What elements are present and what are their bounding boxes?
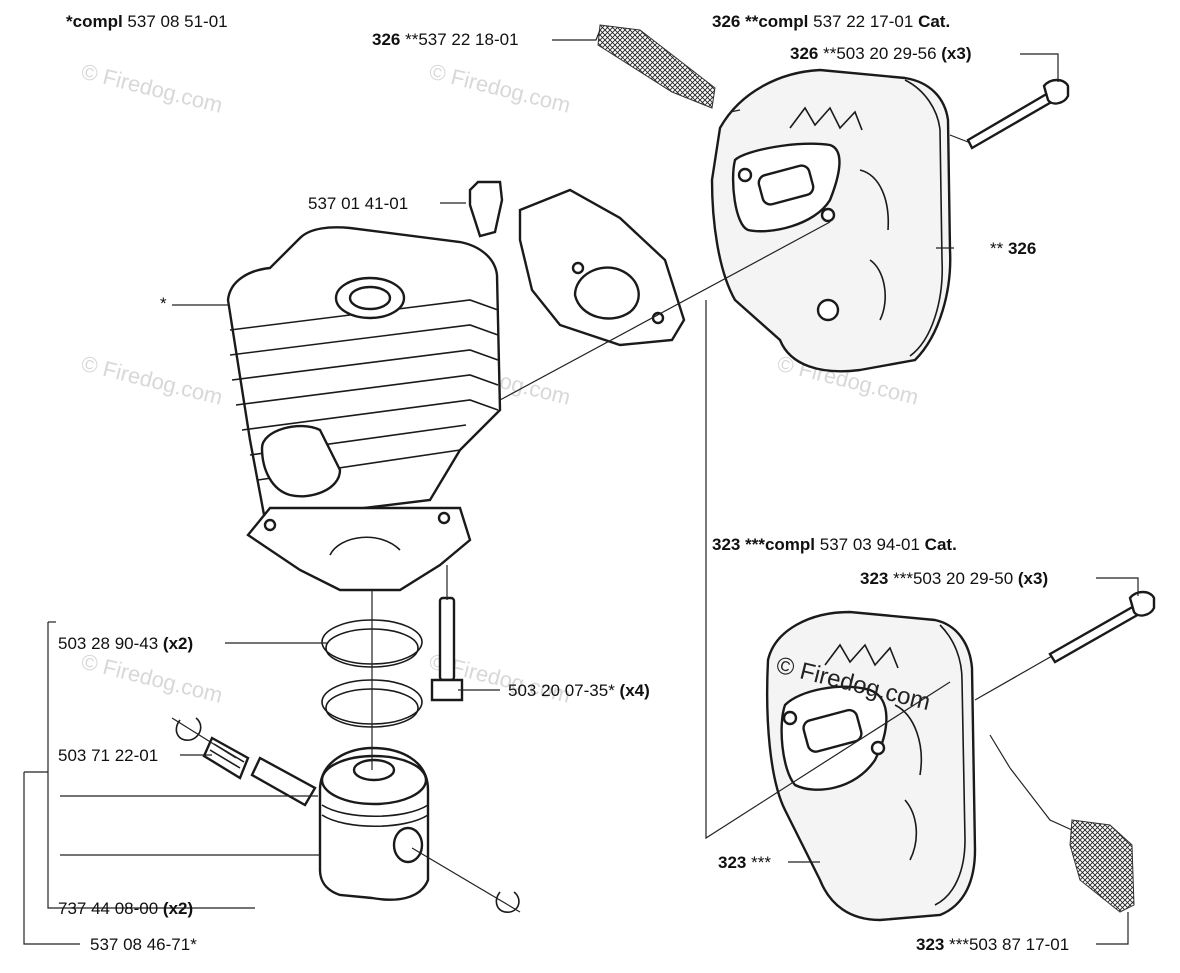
screw-323-illustration bbox=[1048, 590, 1156, 664]
label-muffler-326-kit: 326 **compl 537 22 17-01 Cat. bbox=[712, 12, 950, 31]
screen-323-illustration bbox=[1069, 819, 1135, 913]
label-needle-bearing: 503 71 22-01 bbox=[58, 746, 158, 765]
muffler-323-illustration bbox=[765, 610, 977, 922]
deflector-illustration bbox=[468, 180, 686, 347]
label-screw-326: 326 **503 20 29-56 (x3) bbox=[790, 44, 972, 63]
circlips-illustration bbox=[175, 717, 520, 913]
piston-illustration bbox=[318, 746, 430, 901]
cylinder-illustration bbox=[226, 226, 502, 592]
label-deflector: 537 01 41-01 bbox=[308, 194, 408, 213]
label-gasket-326: 326 **537 22 18-01 bbox=[372, 30, 519, 49]
cylinder-screw-illustration bbox=[430, 596, 464, 702]
label-screw-323: 323 ***503 20 29-50 (x3) bbox=[860, 569, 1048, 588]
gasket-326-illustration bbox=[597, 24, 716, 109]
watermark: © Firedog.com bbox=[79, 649, 225, 708]
leader-lines bbox=[23, 29, 1139, 945]
screw-326-illustration bbox=[966, 78, 1070, 150]
label-circlip: 737 44 08-00 (x2) bbox=[58, 899, 193, 918]
label-cylinder-kit: *compl 537 08 51-01 bbox=[66, 12, 228, 31]
label-muffler-323: 323 *** bbox=[718, 853, 771, 872]
label-muffler-326: ** 326 bbox=[990, 239, 1036, 258]
watermark: © Firedog.com bbox=[79, 351, 225, 410]
label-muffler-323-kit: 323 ***compl 537 03 94-01 Cat. bbox=[712, 535, 957, 554]
label-cylinder-screw: 503 20 07-35* (x4) bbox=[508, 681, 650, 700]
muffler-326-illustration bbox=[710, 68, 952, 373]
label-piston-ring: 503 28 90-43 (x2) bbox=[58, 634, 193, 653]
watermark: © Firedog.com bbox=[427, 59, 573, 118]
label-screen-323: 323 ***503 87 17-01 bbox=[916, 935, 1069, 954]
watermark: © Firedog.com bbox=[79, 59, 225, 118]
label-piston-kit: 537 08 46-71* bbox=[90, 935, 197, 954]
label-cylinder: * bbox=[160, 294, 167, 313]
